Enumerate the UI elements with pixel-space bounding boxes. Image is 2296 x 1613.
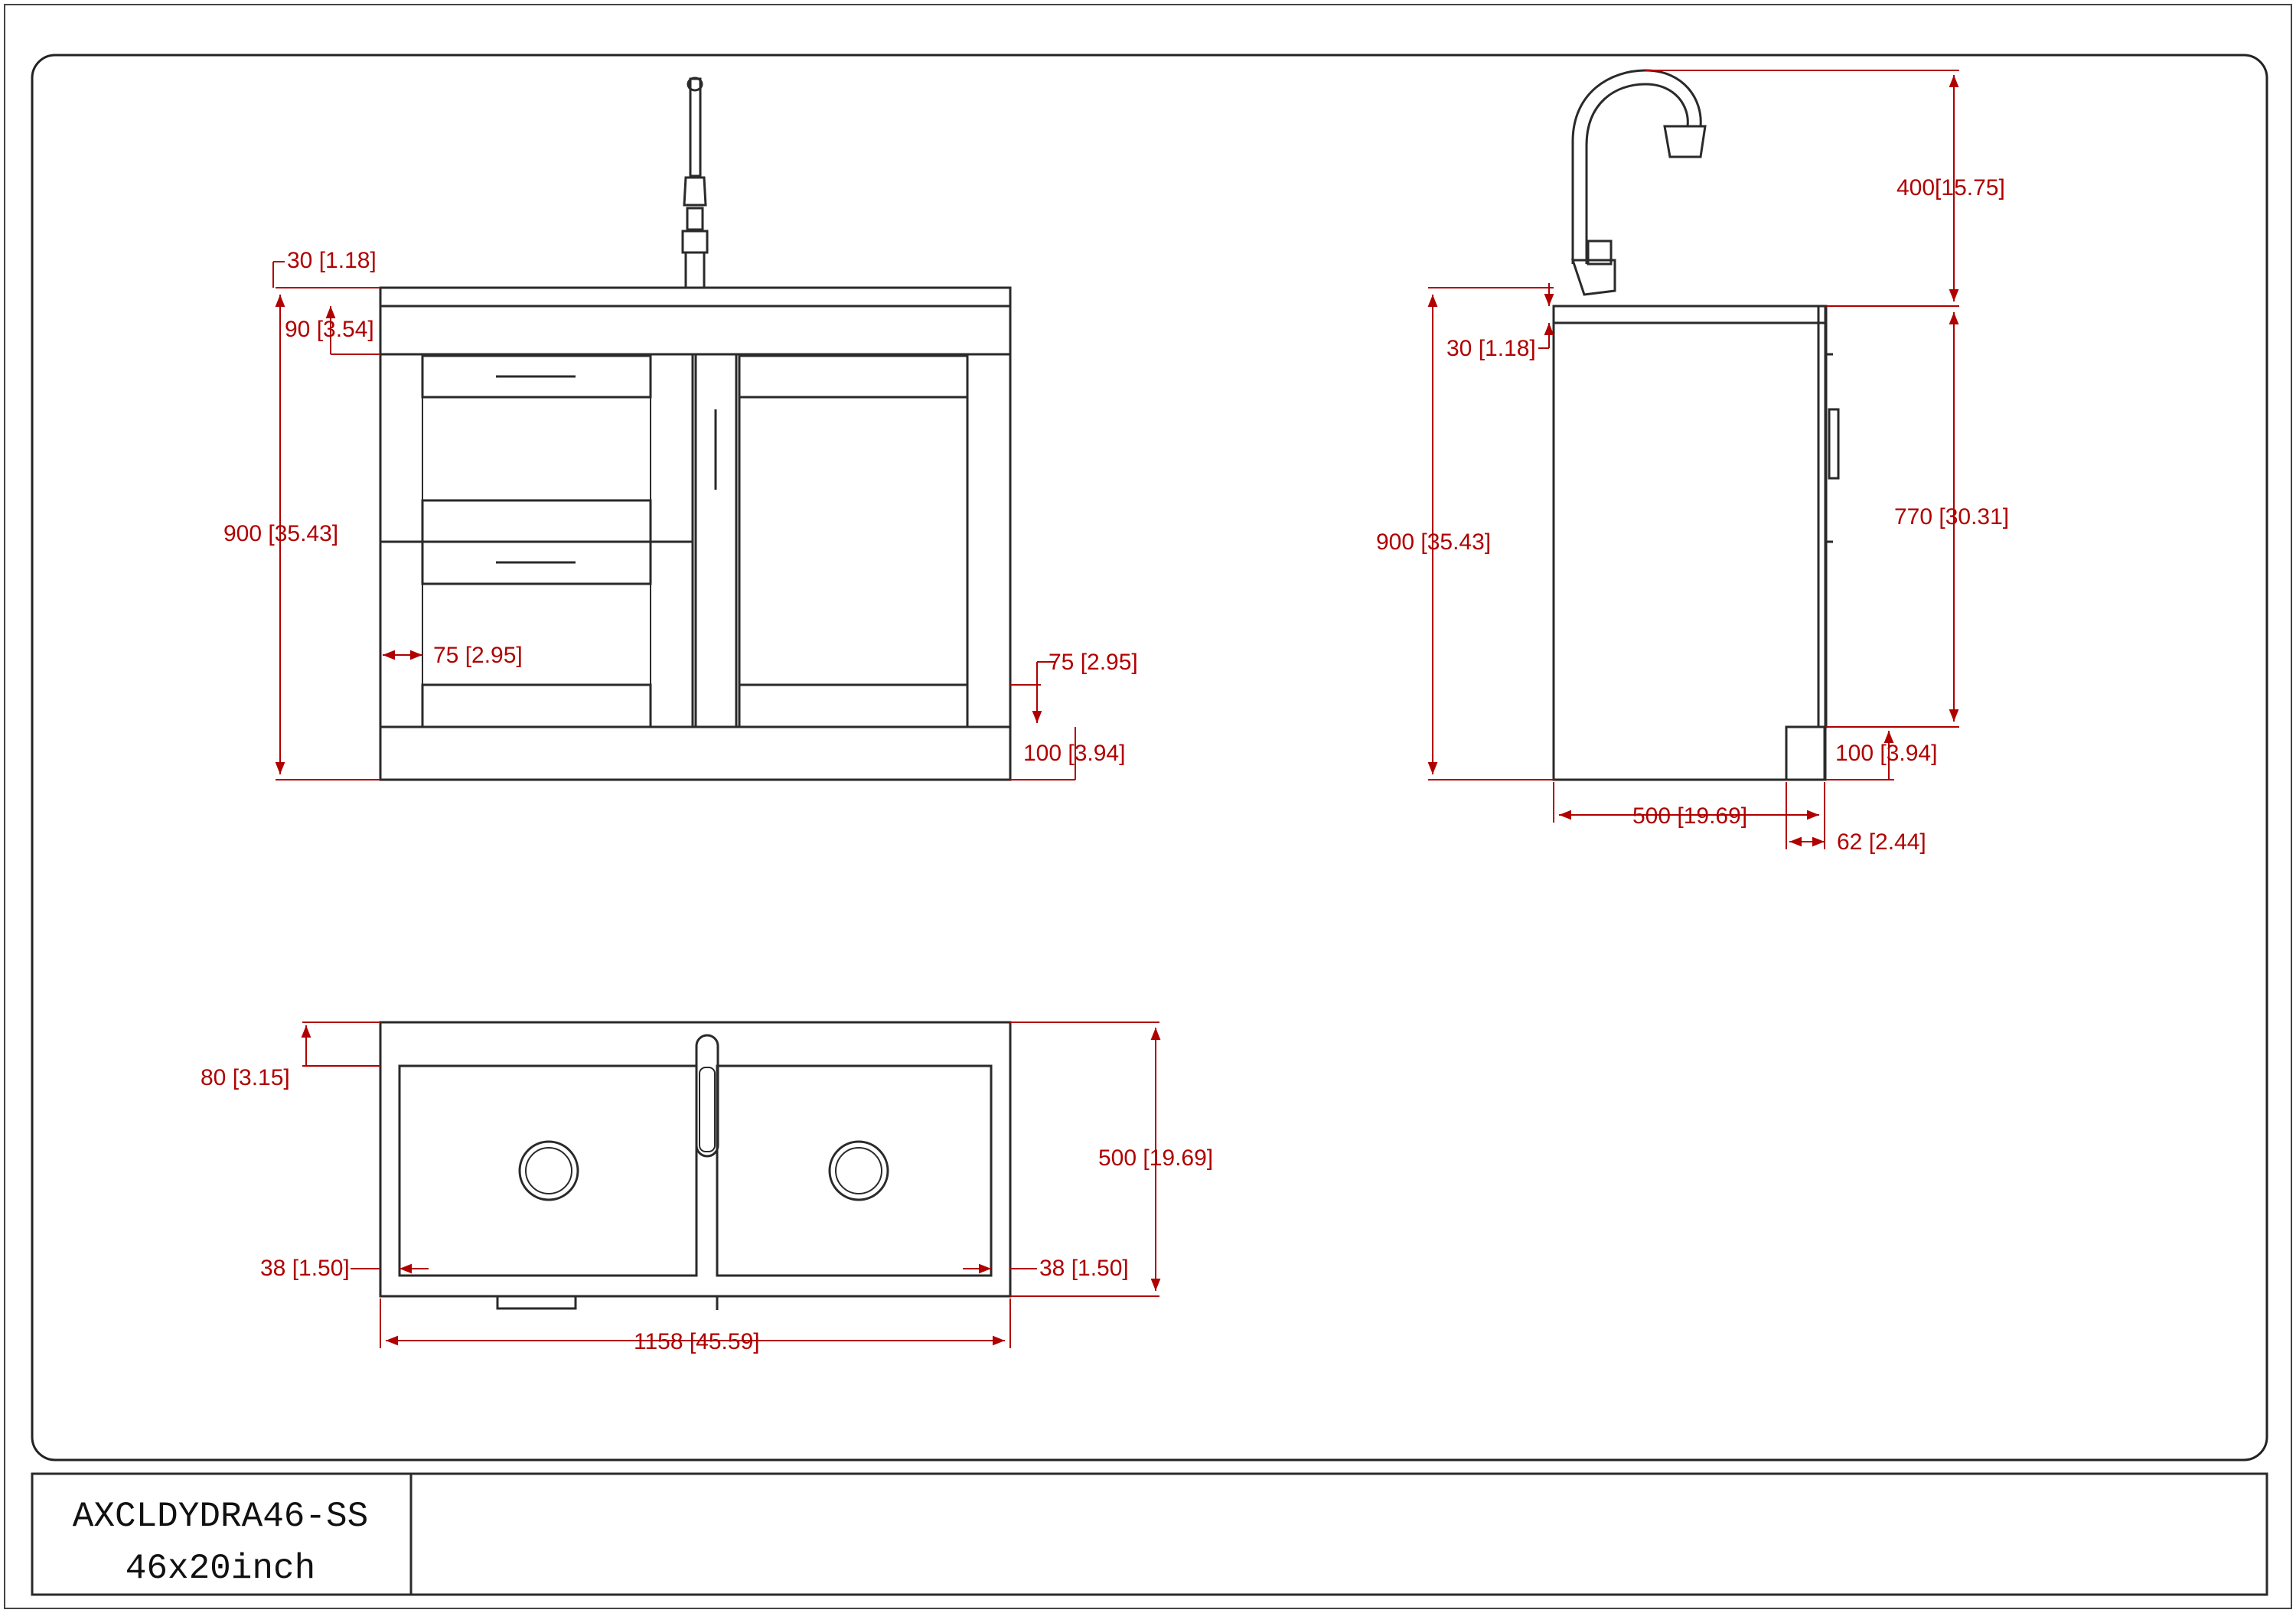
top-sink-outline: [379, 1021, 1012, 1298]
center-door: [694, 353, 738, 728]
top-dim-depth-label: 500 [19.69]: [1098, 1145, 1213, 1171]
front-backband: [379, 305, 1012, 356]
side-toe-kick: [1785, 725, 1826, 781]
side-door-face: [1817, 305, 1828, 728]
top-basin-right: [716, 1064, 993, 1277]
side-dim-faucet-label: 400[15.75]: [1896, 175, 2005, 200]
side-dim-countertop: 30 [1.18]: [1446, 283, 1554, 361]
title-block: AXCLDYDRA46-SS 46x20inch: [31, 1472, 2268, 1596]
front-dim-frame-right-label: 75 [2.95]: [1049, 650, 1138, 675]
front-dim-toekick-label: 100 [3.94]: [1023, 741, 1125, 766]
side-dim-toe-recess: 62 [2.44]: [1786, 782, 1926, 855]
sheet-outer-border: [4, 4, 2292, 1609]
front-countertop: [379, 286, 1012, 308]
title-model: AXCLDYDRA46-SS: [73, 1497, 368, 1536]
front-dim-backband: 90 [3.54]: [285, 306, 380, 355]
side-dim-depth-label: 500 [19.69]: [1632, 803, 1747, 829]
front-dim-toekick: 100 [3.94]: [1010, 727, 1125, 780]
drain-left: [518, 1140, 579, 1201]
title-size: 46x20inch: [126, 1549, 315, 1589]
drawer-top-box: [422, 396, 651, 501]
front-dim-frame-right: 75 [2.95]: [1010, 650, 1138, 723]
top-dim-back-ledge-label: 80 [3.15]: [201, 1065, 290, 1090]
top-dim-side-left: 38 [1.50]: [260, 1256, 429, 1281]
side-dim-height: 900 [35.43]: [1376, 287, 1554, 780]
side-dim-door: 770 [30.31]: [1826, 312, 2009, 728]
top-faucet: [695, 1034, 719, 1158]
side-dim-toekick: 100 [3.94]: [1826, 731, 1937, 780]
top-dim-side-right: 38 [1.50]: [963, 1256, 1129, 1281]
top-dim-side-left-label: 38 [1.50]: [260, 1256, 350, 1281]
drain-right: [828, 1140, 889, 1201]
side-dim-door-label: 770 [30.31]: [1894, 504, 2009, 530]
side-dim-depth: 500 [19.69]: [1553, 782, 1825, 849]
front-dim-frame-left-label: 75 [2.95]: [433, 643, 523, 668]
side-countertop: [1552, 305, 1827, 324]
top-drawer-handle[interactable]: [496, 1295, 577, 1310]
side-dim-faucet: 400[15.75]: [1645, 70, 2005, 307]
side-view: 400[15.75] 30 [1.18] 900 [35.43] 770 [30…: [1376, 69, 2009, 855]
front-dim-height-label: 900 [35.43]: [223, 521, 338, 546]
front-view: 30 [1.18] 90 [3.54] 900 [35.43] 75 [2.95…: [223, 77, 1138, 781]
side-dim-toekick-label: 100 [3.94]: [1835, 741, 1937, 766]
front-faucet: [681, 77, 709, 289]
drawer-mid-top: [421, 499, 652, 543]
top-dim-depth: 500 [19.69]: [1010, 1022, 1213, 1297]
top-dim-width: 1158 [45.59]: [380, 1299, 1011, 1354]
top-view: 80 [3.15] 500 [19.69] 38 [1.50] 38 [1.50…: [201, 1021, 1213, 1354]
top-dim-side-right-label: 38 [1.50]: [1039, 1256, 1129, 1281]
top-basin-left: [398, 1064, 698, 1277]
side-dim-height-label: 900 [35.43]: [1376, 530, 1491, 555]
drawing-area-frame: [31, 54, 2268, 1461]
front-dim-countertop: 30 [1.18]: [272, 248, 377, 288]
side-cabinet-body: [1552, 321, 1827, 781]
side-faucet: [1570, 69, 1707, 296]
right-door: [738, 353, 969, 728]
front-dim-height: 900 [35.43]: [223, 287, 380, 780]
side-drawer-handle[interactable]: [1828, 408, 1840, 480]
front-dim-countertop-label: 30 [1.18]: [287, 248, 377, 273]
front-dim-backband-label: 90 [3.54]: [285, 317, 374, 342]
top-dim-back-ledge: 80 [3.15]: [201, 1022, 380, 1090]
side-dim-toe-recess-label: 62 [2.44]: [1837, 829, 1926, 855]
front-dim-frame-left: 75 [2.95]: [383, 643, 523, 668]
side-dim-countertop-label: 30 [1.18]: [1446, 336, 1536, 361]
top-dim-width-label: 1158 [45.59]: [634, 1329, 760, 1354]
